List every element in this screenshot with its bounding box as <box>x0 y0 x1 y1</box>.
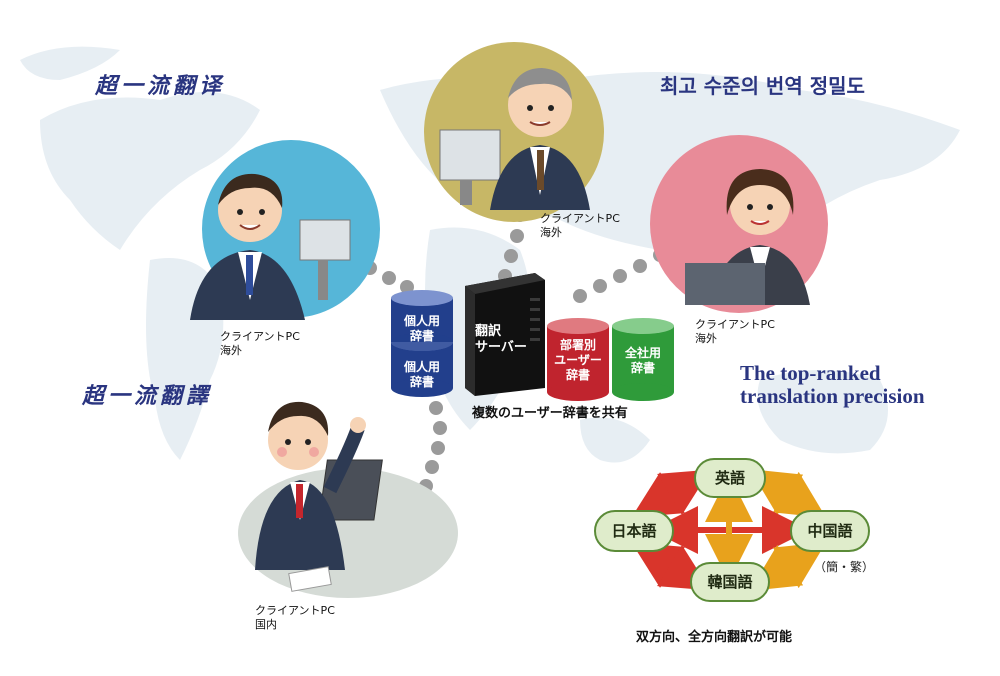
server-label-line1: 翻訳 <box>475 324 502 339</box>
personal-dictionary-2-line1: 個人用 <box>403 360 440 374</box>
businesswoman-with-laptop-illustration <box>685 169 810 305</box>
language-english-node: 英語 <box>694 458 766 498</box>
personal-dictionary-1-line1: 個人用 <box>403 314 440 328</box>
department-dictionary-line1: 部署別 <box>559 338 596 352</box>
department-dictionary-cylinder <box>547 318 609 401</box>
client-right-type: クライアントPC <box>695 318 775 331</box>
translation-server-icon <box>465 273 545 396</box>
client-left-location: 海外 <box>220 344 242 357</box>
client-bottom-location: 国内 <box>255 618 277 631</box>
language-japanese-node: 日本語 <box>594 510 674 552</box>
client-right-caption: クライアントPC 海外 <box>695 318 775 346</box>
client-top-location: 海外 <box>540 226 562 239</box>
personal-dictionary-2-label: 個人用 辞書 <box>394 360 450 390</box>
senior-businessman-at-desktop-illustration <box>439 68 590 210</box>
department-dictionary-label: 部署別 ユーザー 辞書 <box>549 338 607 383</box>
server-label: 翻訳 サーバー <box>475 324 527 356</box>
client-left-type: クライアントPC <box>220 330 300 343</box>
title-english-line1: The top-ranked <box>740 361 881 385</box>
language-korean-node: 韓国語 <box>690 562 770 602</box>
title-english-line2: translation precision <box>740 384 925 408</box>
language-diagram-caption: 双方向、全方向翻訳が可能 <box>636 630 793 645</box>
title-simplified-chinese: 超一流翻译 <box>95 73 226 99</box>
department-dictionary-line3: 辞書 <box>565 368 590 382</box>
server-label-line2: サーバー <box>475 340 527 355</box>
client-right-location: 海外 <box>695 332 717 345</box>
company-dictionary-cylinder <box>612 318 674 401</box>
server-caption: 複数のユーザー辞書を共有 <box>472 406 628 421</box>
title-english: The top-ranked translation precision <box>740 362 925 408</box>
client-top-caption: クライアントPC 海外 <box>540 212 620 240</box>
businessman-at-desktop-illustration <box>190 173 351 320</box>
personal-dictionary-cylinders <box>391 290 453 397</box>
personal-dictionary-2-line2: 辞書 <box>409 375 434 389</box>
language-chinese-node: 中国語 <box>790 510 870 552</box>
domestic-businessman-pointing-illustration <box>255 401 383 592</box>
chinese-variant-note: （簡・繁） <box>814 560 875 574</box>
client-left-caption: クライアントPC 海外 <box>220 330 300 358</box>
company-dictionary-line2: 辞書 <box>630 361 655 375</box>
personal-dictionary-1-label: 個人用 辞書 <box>394 314 450 344</box>
client-top-type: クライアントPC <box>540 212 620 225</box>
personal-dictionary-1-line2: 辞書 <box>409 329 434 343</box>
company-dictionary-label: 全社用 辞書 <box>614 346 672 376</box>
department-dictionary-line2: ユーザー <box>554 353 602 367</box>
title-korean: 최고 수준의 번역 정밀도 <box>660 74 865 98</box>
company-dictionary-line1: 全社用 <box>624 346 661 360</box>
title-traditional-chinese: 超一流翻譯 <box>82 383 213 409</box>
client-bottom-type: クライアントPC <box>255 604 335 617</box>
client-bottom-caption: クライアントPC 国内 <box>255 604 335 632</box>
